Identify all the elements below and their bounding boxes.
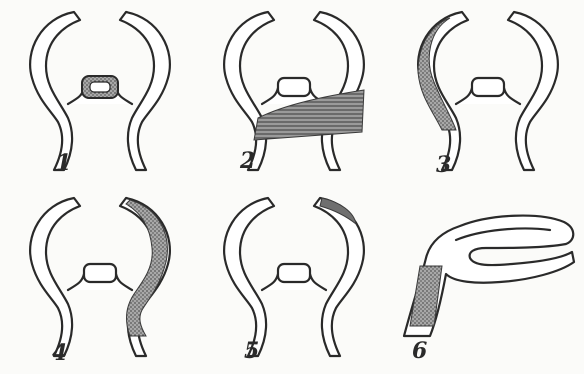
panel-number: 4 bbox=[52, 340, 67, 366]
panel-2: 2 bbox=[224, 12, 364, 174]
panel-number: 6 bbox=[412, 338, 427, 364]
panel-5: 5 bbox=[224, 198, 364, 364]
panel-1: 1 bbox=[30, 12, 170, 176]
panel-6: 6 bbox=[404, 216, 574, 364]
panel-number: 2 bbox=[239, 148, 255, 174]
panel-number: 3 bbox=[436, 152, 451, 178]
panel-number: 1 bbox=[56, 150, 71, 176]
panel-number: 5 bbox=[244, 338, 259, 364]
panel-4: 4 bbox=[30, 198, 170, 366]
panel-3: 3 bbox=[418, 12, 558, 178]
